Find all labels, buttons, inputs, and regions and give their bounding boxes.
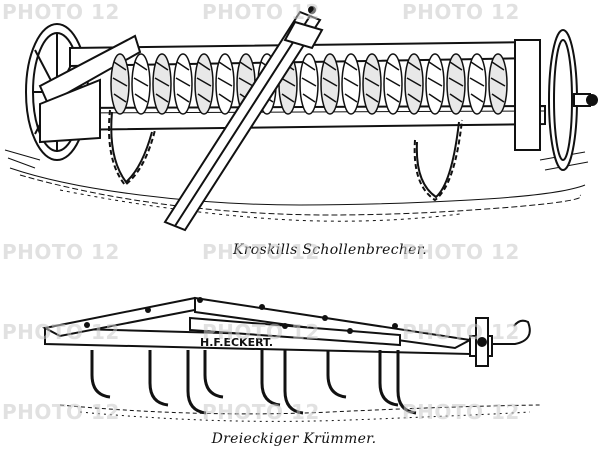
caption-triangular-cultivator: Dreieckiger Krümmer. bbox=[211, 431, 377, 447]
roller-disc bbox=[446, 53, 466, 115]
disc-tooth bbox=[301, 61, 317, 103]
disc-tooth bbox=[406, 61, 422, 103]
chain-left bbox=[108, 109, 156, 187]
cultivator-tine bbox=[260, 350, 281, 407]
cultivator-tine bbox=[326, 350, 347, 399]
chain-right bbox=[413, 119, 463, 202]
disc-tooth bbox=[490, 61, 506, 103]
cultivator-tine bbox=[90, 350, 111, 399]
caption-clod-crusher: Kroskills Schollenbrecher. bbox=[233, 242, 427, 258]
disc-tooth bbox=[217, 61, 233, 103]
disc-tooth bbox=[133, 61, 149, 103]
draw-pole bbox=[163, 6, 324, 232]
disc-tooth bbox=[112, 61, 128, 103]
disc-tooth bbox=[427, 61, 443, 103]
frame-bolts bbox=[84, 297, 398, 334]
cultivator-tine bbox=[283, 350, 304, 415]
roller-disc bbox=[425, 53, 445, 115]
roller-disc bbox=[467, 53, 487, 115]
disc-tooth bbox=[196, 61, 212, 103]
cultivator-drawing bbox=[42, 296, 541, 422]
roller-disc bbox=[341, 53, 361, 115]
roller-disc bbox=[131, 53, 151, 115]
roller-disc bbox=[110, 53, 130, 115]
disc-tooth bbox=[154, 61, 170, 103]
disc-tooth bbox=[469, 61, 485, 103]
cultivator-tine bbox=[203, 350, 224, 399]
right-wheel bbox=[548, 29, 598, 171]
disc-tooth bbox=[448, 61, 464, 103]
roller-disc bbox=[404, 53, 424, 115]
cultivator-tine bbox=[396, 350, 417, 415]
roller-disc bbox=[362, 53, 382, 115]
cultivator-tine bbox=[378, 350, 399, 407]
ground-shading-lower bbox=[59, 404, 541, 422]
roller-disc bbox=[383, 53, 403, 115]
disc-tooth bbox=[364, 61, 380, 103]
disc-tooth bbox=[385, 61, 401, 103]
triangle-frame bbox=[42, 296, 474, 356]
ground-shading bbox=[4, 149, 589, 222]
roller-disc bbox=[194, 53, 214, 115]
cultivator-tine bbox=[186, 350, 207, 415]
roller-disc bbox=[173, 53, 193, 115]
clod-crusher-drawing bbox=[4, 6, 598, 232]
disc-tooth bbox=[322, 61, 338, 103]
disc-tooth bbox=[343, 61, 359, 103]
cultivator-tine bbox=[148, 350, 169, 407]
hitch bbox=[469, 317, 531, 367]
disc-tooth bbox=[175, 61, 191, 103]
manufacturer-plate: H.F.ECKERT. bbox=[200, 336, 273, 349]
roller-disc bbox=[152, 53, 172, 115]
roller-disc bbox=[299, 53, 319, 115]
tines bbox=[90, 350, 417, 415]
roller-disc bbox=[320, 53, 340, 115]
roller-disc bbox=[488, 53, 508, 115]
roller-disc bbox=[215, 53, 235, 115]
